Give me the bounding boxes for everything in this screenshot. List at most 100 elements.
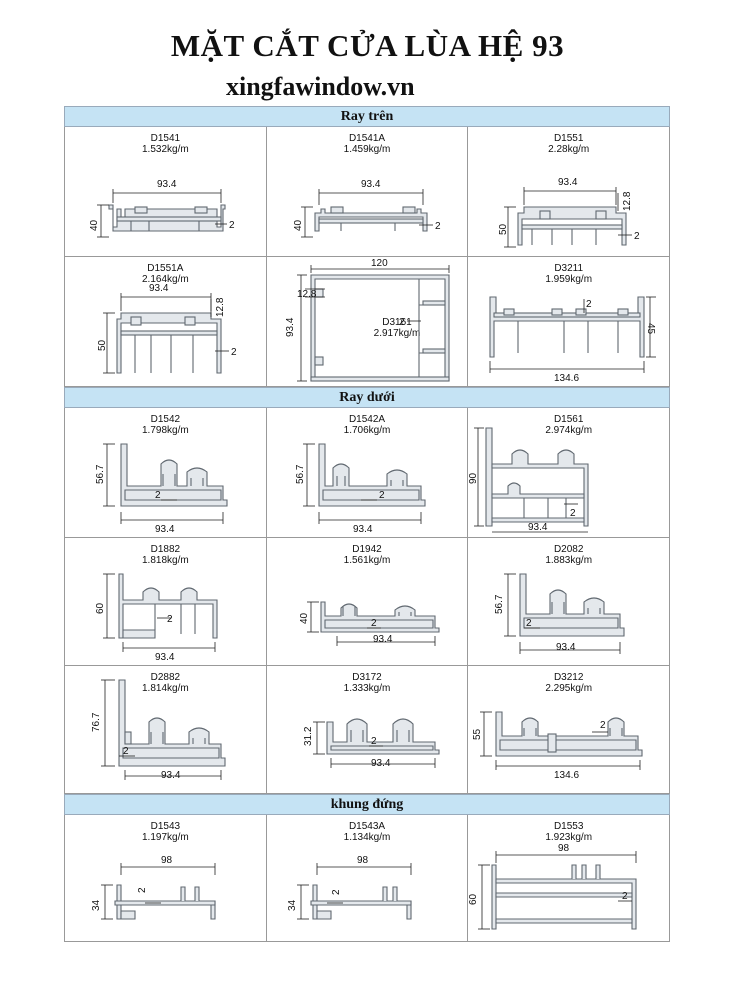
profile-code: D1551 [553,133,584,144]
profile-catalog-sheet: Ray trên D1541 1.532kg/m 93.4 40 2 D1541… [64,106,671,942]
profile-cross-section-drawing: 93.4 60 2 [95,573,218,663]
profile-cross-section-drawing: 93.4 31.2 2 [303,718,440,769]
dim-width: 93.4 [155,652,175,663]
profile-code: D1543 [150,821,181,832]
profile-cross-section-drawing: 93.4 40 2 [293,179,441,238]
dim-width: 93.4 [353,524,373,535]
dim-thickness: 2 [586,299,592,310]
profile-card-d1541a: D1541A 1.459kg/m 93.4 40 2 [266,127,469,257]
profile-weight: 2.295kg/m [545,683,593,694]
profile-cross-section-drawing: 93.4 56.7 2 [95,443,228,535]
dim-thickness: 2 [231,347,237,358]
profile-card-d3212: D3212 2.295kg/m 134.6 55 2 [468,666,671,794]
dim-thickness: 2 [570,508,576,519]
profile-card-d1882: D1882 1.818kg/m 93.4 60 2 [65,538,267,666]
profile-cross-section-drawing: 93.4 40 2 [299,601,440,646]
dim-width: 134.6 [554,770,579,781]
profile-code: D2882 [150,672,181,683]
profile-weight: 1.883kg/m [545,555,593,566]
dim-thickness: 2 [123,746,129,757]
profile-card-d3211: D3211 1.959kg/m 134.6 45 2 [468,257,671,387]
dim-flange: 12.8 [215,297,226,317]
dim-height: 56.7 [295,464,306,484]
website-text: xingfawindow.vn [226,72,415,101]
dim-height: 50 [498,223,509,235]
profile-card-d3161: D3161 2.917kg/m 120 93.4 12.8 2 [266,257,469,387]
dim-thickness: 2 [435,221,441,232]
profile-card-d2882: D2882 1.814kg/m 93.4 76.7 2 [65,666,267,794]
profile-card-d2082: D2082 1.883kg/m 93.4 56.7 2 [468,538,671,666]
dim-width: 93.4 [361,179,381,190]
profile-cross-section-drawing: 120 93.4 12.8 2 [285,258,450,382]
profile-code: D1561 [553,414,584,425]
dim-width: 93.4 [558,177,578,188]
profile-code: D1541A [348,133,386,144]
profile-code: D1553 [553,821,584,832]
profile-cross-section-drawing: 93.4 40 2 [89,179,235,238]
profile-weight: 1.561kg/m [343,555,391,566]
profile-code: D1942 [352,544,382,555]
profile-weight: 1.333kg/m [343,683,391,694]
profile-code: D1543A [348,821,386,832]
dim-thickness: 2 [622,891,628,902]
dim-height: 76.7 [91,712,102,732]
profile-cross-section-drawing: 98 60 2 [468,843,637,930]
profile-cross-section-drawing: 93.4 50 12.8 2 [498,177,640,248]
dim-width: 98 [161,855,173,866]
profile-weight: 2.164kg/m [141,274,189,285]
dim-width: 93.4 [155,524,175,535]
profile-card-d1942: D1942 1.561kg/m 93.4 40 2 [266,538,469,666]
profile-card-d1551a: D1551A 2.164kg/m 93.4 50 12.8 2 [65,257,267,387]
dim-flange: 12.8 [297,289,317,300]
dim-thickness: 2 [155,490,161,501]
dim-height: 40 [299,612,310,624]
catalog-row: D1551A 2.164kg/m 93.4 50 12.8 2 D3161 2. [64,257,671,387]
dim-thickness: 2 [634,231,640,242]
profile-cross-section-drawing: 134.6 45 2 [489,296,657,384]
profile-code: D1542 [150,414,181,425]
dim-thickness: 2 [371,618,377,629]
dim-width: 93.4 [149,283,169,294]
profile-cross-section-drawing: 93.4 50 12.8 2 [97,283,237,374]
profile-card-d1543: D1543 1.197kg/m 98 34 2 [65,815,267,942]
dim-height: 93.4 [285,317,296,337]
dim-thickness: 2 [371,736,377,747]
dim-width: 98 [357,855,369,866]
profile-code: D1551A [147,263,184,274]
dim-height: 40 [89,219,100,231]
profile-cross-section-drawing: 98 34 2 [287,855,412,920]
dim-width: 98 [558,843,570,854]
profile-cross-section-drawing: 93.4 56.7 2 [295,443,426,535]
profile-weight: 2.28kg/m [548,144,590,155]
profile-code: D3161 [382,317,412,328]
dim-width: 134.6 [554,373,579,384]
profile-card-d1542a: D1542A 1.706kg/m 93.4 56.7 2 [266,408,469,538]
profile-weight: 1.706kg/m [343,425,391,436]
profile-card-d1542: D1542 1.798kg/m 93.4 56.7 2 [65,408,267,538]
dim-thickness: 2 [379,490,385,501]
dim-height: 40 [293,219,304,231]
profile-card-d1541: D1541 1.532kg/m 93.4 40 2 [65,127,267,257]
dim-thickness: 2 [600,720,606,731]
dim-height: 45 [645,323,656,335]
dim-height: 90 [468,472,479,484]
dim-height: 31.2 [303,726,314,746]
profile-weight: 1.798kg/m [141,425,189,436]
dim-height: 55 [472,728,483,740]
dim-thickness: 2 [167,614,173,625]
profile-cross-section-drawing: 98 34 2 [91,855,216,920]
profile-card-d1553: D1553 1.923kg/m 98 60 2 [468,815,671,942]
profile-card-d1561: D1561 2.974kg/m 93.4 90 2 [468,408,671,538]
profile-code: D1882 [150,544,181,555]
profile-weight: 1.818kg/m [141,555,189,566]
catalog-row: D1542 1.798kg/m 93.4 56.7 2 D1542A 1.706… [64,408,671,538]
dim-thickness: 2 [526,618,532,629]
section-header-ray-tren: Ray trên [64,106,670,127]
profile-cross-section-drawing: 93.4 90 2 [468,427,589,533]
profile-cross-section-drawing: 134.6 55 2 [472,711,643,781]
profile-code: D3172 [352,672,382,683]
dim-width: 93.4 [528,522,548,533]
profile-weight: 1.959kg/m [545,274,593,285]
dim-thickness: 2 [399,317,405,328]
profile-code: D1541 [150,133,181,144]
